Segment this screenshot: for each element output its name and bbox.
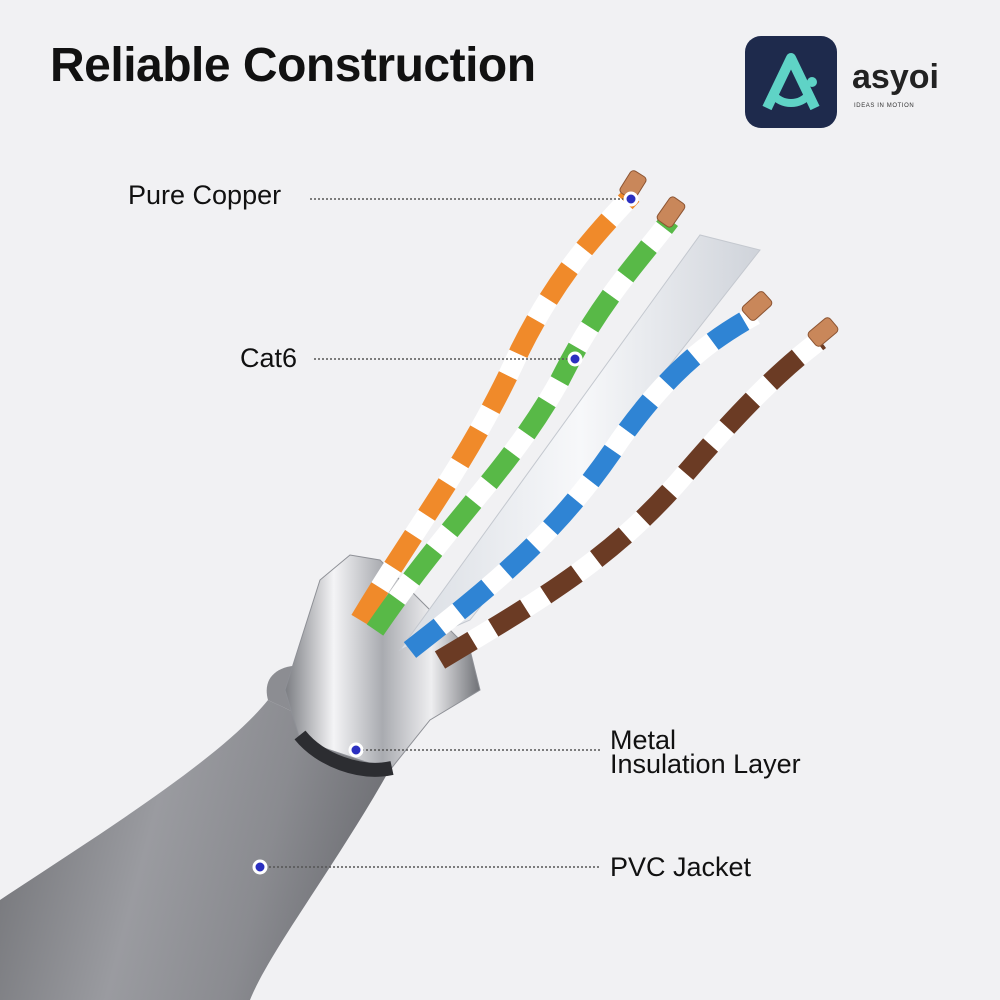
marker-dot <box>567 351 583 367</box>
label-line: Metal <box>610 725 677 755</box>
brand-logo <box>745 36 837 128</box>
label-cat6: Cat6 <box>240 343 298 373</box>
brand-name: asyoi <box>852 58 939 96</box>
pvc-jacket <box>0 700 395 1000</box>
label-pvc-jacket: PVC Jacket <box>610 852 752 882</box>
marker-dot <box>252 859 268 875</box>
asyoi-logo-icon <box>762 53 820 111</box>
page-title: Reliable Construction <box>50 39 536 92</box>
brown-pair <box>434 332 827 669</box>
blue-pair <box>403 306 760 658</box>
label-line: Insulation Layer <box>610 749 801 779</box>
label-metal-insulation-layer: Metal Insulation Layer <box>610 725 801 779</box>
label-pure-copper: Pure Copper <box>128 180 282 210</box>
orange-pair <box>351 188 640 626</box>
marker-dot <box>348 742 364 758</box>
brand-tagline: IDEAS IN MOTION <box>854 103 915 109</box>
copper-conductors <box>619 170 839 347</box>
callout-markers <box>252 191 639 875</box>
marker-dot <box>623 191 639 207</box>
green-pair <box>366 213 678 636</box>
leader-lines <box>265 198 626 868</box>
